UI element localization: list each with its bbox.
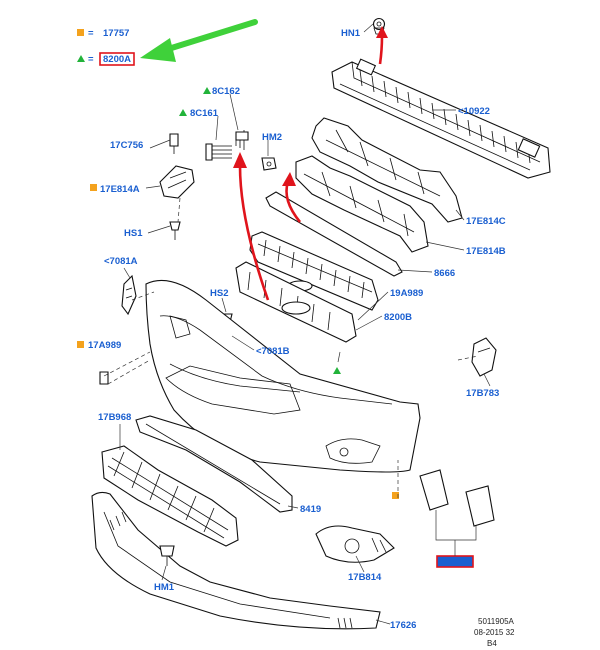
label-hn1: HN1: [341, 28, 361, 39]
label-8c162: 8C162: [212, 86, 240, 97]
upper-grille-8200b: [235, 231, 379, 343]
label-17e814b: 17E814B: [466, 246, 506, 257]
highlight-part-box: [436, 555, 474, 568]
legend: = 17757 = 8200A: [77, 19, 258, 66]
bumper-reinforcement-17e814c: [311, 117, 463, 223]
grille-frame-8419: [135, 415, 293, 513]
label-17a989: 17A989: [88, 340, 121, 351]
label-8419: 8419: [300, 504, 321, 515]
label-10922: <10922: [458, 106, 490, 117]
green-triangle-8200b: [333, 367, 341, 374]
legend-triangle-label: 8200A: [103, 54, 131, 65]
label-17b814: 17B814: [348, 572, 382, 583]
part-labels: HN1 <10922 8C162 8C161 HM2 17C756 17E814…: [88, 28, 506, 631]
label-17b783: 17B783: [466, 388, 499, 399]
legend-equals-2: =: [88, 54, 94, 65]
orange-square-marker: [77, 29, 84, 36]
bracket-17b783: [471, 337, 497, 377]
label-17b968: 17B968: [98, 412, 131, 423]
footer-date: 08-2015 32: [474, 628, 515, 637]
legend-square-label: 17757: [103, 28, 129, 39]
screw-hs1: [169, 221, 181, 240]
label-8200b: 8200B: [384, 312, 412, 323]
label-19a989: 19A989: [390, 288, 423, 299]
impact-absorber-bar: [331, 58, 551, 179]
orange-square-17e814a: [90, 184, 97, 191]
diagram-footer: 5011905A 08-2015 32 B4: [474, 617, 515, 648]
label-hm1: HM1: [154, 582, 175, 593]
grille-trim-8666: [265, 191, 403, 277]
spring-clip-8c162: [235, 130, 249, 150]
label-7081a: <7081A: [104, 256, 138, 267]
bracket-7081a: [121, 274, 137, 316]
red-arrow-icons: [233, 26, 388, 301]
legend-highlight-box: [99, 52, 135, 66]
bracket-17e814a: [159, 165, 195, 199]
clip-17a989: [99, 371, 109, 385]
label-8c161: 8C161: [190, 108, 219, 119]
leader-lines: [103, 23, 491, 625]
label-17e814a: 17E814A: [100, 184, 140, 195]
label-hm2: HM2: [262, 132, 282, 143]
stud-17c756: [169, 133, 179, 154]
label-17e814c: 17E814C: [466, 216, 506, 227]
spring-clip-8c161: [205, 143, 232, 161]
hm2-nut: [261, 157, 277, 171]
label-hs2: HS2: [210, 288, 228, 299]
label-hs1: HS1: [124, 228, 143, 239]
label-17c756: 17C756: [110, 140, 143, 151]
footer-ref: 5011905A: [478, 617, 515, 626]
label-8666: 8666: [434, 268, 455, 279]
lower-valance-17626: [91, 491, 381, 630]
green-triangle-8c162: [203, 87, 211, 94]
orange-square-marker-3: [392, 492, 399, 499]
label-7081b: <7081B: [256, 346, 290, 357]
legend-equals-1: =: [88, 28, 94, 39]
label-17626: 17626: [390, 620, 416, 631]
plate-brackets: [392, 469, 495, 568]
lower-grille-17b968: [101, 445, 239, 547]
green-arrow-icon: [140, 19, 258, 62]
fog-lamp-bezel-17b814: [315, 525, 395, 563]
footer-code: B4: [487, 639, 497, 648]
screw-hm1: [159, 545, 175, 566]
orange-square-17a989: [77, 341, 84, 348]
bumper-bracket-17e814b: [295, 155, 429, 253]
green-triangle-marker: [77, 55, 85, 62]
green-triangle-8c161: [179, 109, 187, 116]
